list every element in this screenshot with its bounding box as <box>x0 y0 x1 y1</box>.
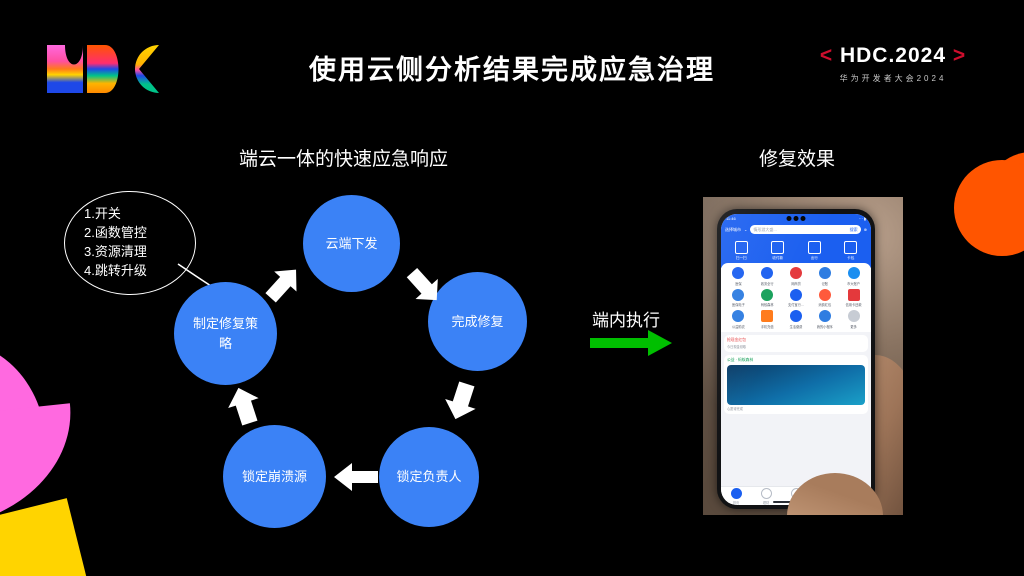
grid-item[interactable]: 消费红包 <box>810 288 839 307</box>
travel-icon <box>807 241 821 254</box>
grid-item[interactable]: 医保电子 <box>724 288 753 307</box>
finance-icon <box>760 487 772 499</box>
cycle-node-lock-owner[interactable]: 锁定负责人 <box>379 427 479 527</box>
callout-bubble: 1.开关 2.函数管控 3.资源清理 4.跳转升级 <box>64 191 196 295</box>
scan-icon <box>734 241 748 254</box>
app-icon <box>789 288 802 301</box>
green-arrow-icon <box>590 330 672 356</box>
grid-item[interactable]: 蚂蚁森林 <box>753 288 782 307</box>
cycle-node-fix-complete[interactable]: 完成修复 <box>428 272 527 371</box>
transition-label: 端内执行 <box>592 311 660 330</box>
pay-icon <box>771 241 785 254</box>
callout-item-4: 4.跳转升级 <box>84 262 147 278</box>
grid-item[interactable]: 更多 <box>839 310 868 329</box>
quick-action-travel[interactable]: 出行 <box>802 241 826 261</box>
phone-screen: 11:46 ⋯ ▮ 选择城市 ⌄ 情形游大盛... 搜索 ⊕ 扫一扫 收付款 <box>721 214 871 505</box>
decor-yellow-quarter <box>0 498 90 576</box>
callout-item-2: 2.函数管控 <box>84 225 147 241</box>
grid-item[interactable]: 公益助农 <box>724 310 753 329</box>
cycle-node-repair-strategy[interactable]: 制定修复策略 <box>174 282 277 385</box>
grid-item[interactable]: 医保 <box>724 267 753 286</box>
section-heading-left: 端云一体的快速应急响应 <box>239 149 449 170</box>
card-title: 抢现金红包 <box>727 337 746 342</box>
tab-home[interactable]: 首页 <box>730 487 742 505</box>
app-icon <box>789 267 802 279</box>
grid-item[interactable]: 手机充值 <box>753 310 782 329</box>
app-icon <box>732 288 745 301</box>
brand-left-bracket: < <box>819 44 834 67</box>
page-title: 使用云侧分析结果完成应急治理 <box>309 55 715 85</box>
grid-item[interactable]: 生活缴费 <box>782 310 811 329</box>
app-icon <box>761 267 774 279</box>
grid-item[interactable]: 记账 <box>810 267 839 286</box>
app-statusbar: 11:46 ⋯ ▮ <box>721 214 871 223</box>
callout-outline <box>64 191 196 295</box>
cycle-arrow-strategy-to-cloud <box>265 269 297 303</box>
brand-right-bracket: > <box>952 44 967 67</box>
card-title: 公益 · 蚂蚁森林 <box>727 357 754 362</box>
hdc-brand: < HDC.2024 > 华为开发者大会2024 <box>800 44 986 84</box>
cycle-node-cloud-delivery[interactable]: 云端下发 <box>303 195 400 292</box>
cycle-arrow-cloud-to-fix <box>406 267 438 301</box>
app-icon <box>789 310 802 322</box>
add-icon[interactable]: ⊕ <box>863 227 867 232</box>
app-icon <box>847 310 860 322</box>
quick-action-scan[interactable]: 扫一扫 <box>729 241 753 261</box>
cycle-arrow-crash-to-strategy <box>228 387 259 426</box>
phone-photo: 11:46 ⋯ ▮ 选择城市 ⌄ 情形游大盛... 搜索 ⊕ 扫一扫 收付款 <box>703 197 903 515</box>
grid-item[interactable]: 信用卡还款 <box>839 288 868 307</box>
app-icon <box>818 267 831 279</box>
card-forest[interactable]: 公益 · 蚂蚁森林 心愿待完成 <box>724 354 868 414</box>
callout-list: 1.开关 2.函数管控 3.资源清理 4.跳转升级 <box>64 191 196 295</box>
quick-action-card[interactable]: 卡包 <box>839 241 863 261</box>
cycle-node-lock-crash-source[interactable]: 锁定崩溃源 <box>223 425 326 528</box>
app-icon <box>732 310 745 322</box>
grid-item[interactable]: 政务全行 <box>753 267 782 286</box>
app-icon <box>761 310 774 322</box>
brand-subtitle: 华为开发者大会2024 <box>839 74 947 83</box>
camera-punch-hole-icon <box>786 216 806 221</box>
grid-item[interactable]: 网商贷 <box>782 267 811 286</box>
app-icon <box>847 267 860 279</box>
cycle-arrow-owner-to-crash <box>334 463 378 491</box>
search-button[interactable]: 搜索 <box>849 226 858 232</box>
phone-device: 11:46 ⋯ ▮ 选择城市 ⌄ 情形游大盛... 搜索 ⊕ 扫一扫 收付款 <box>717 209 875 509</box>
search-input[interactable]: 情形游大盛... 搜索 <box>750 225 861 234</box>
app-icon <box>847 288 860 301</box>
app-icon <box>761 288 774 301</box>
app-icon-grid: 医保 政务全行 网商贷 记账 市大账户 医保电子 蚂蚁森林 支付宝行… 消费红包… <box>721 263 871 332</box>
callout-item-3: 3.资源清理 <box>84 244 147 259</box>
brand-text: HDC.2024 <box>839 44 947 67</box>
app-icon <box>732 267 745 279</box>
grid-item[interactable]: 我的小程序 <box>810 310 839 329</box>
callout-item-1: 1.开关 <box>84 206 121 222</box>
tab-finance[interactable]: 理财 <box>760 487 772 505</box>
decor-orange-circle <box>954 160 1024 256</box>
cycle-arrow-fix-to-owner <box>445 381 476 420</box>
card-image <box>727 364 865 405</box>
grid-item[interactable]: 市大账户 <box>839 267 868 286</box>
chevron-down-icon: ⌄ <box>744 227 748 232</box>
card-icon <box>844 241 858 254</box>
app-icon <box>818 288 831 301</box>
card-redpacket[interactable]: 抢现金红包 今日现金领取 <box>724 334 868 352</box>
grid-item[interactable]: 支付宝行… <box>782 288 811 307</box>
search-placeholder: 情形游大盛... <box>753 226 777 232</box>
statusbar-indicators: ⋯ ▮ <box>858 216 866 221</box>
card-subtitle: 心愿待完成 <box>727 406 743 411</box>
quick-action-pay[interactable]: 收付款 <box>766 241 790 261</box>
statusbar-time: 11:46 <box>726 216 736 221</box>
app-quick-actions: 扫一扫 收付款 出行 卡包 <box>721 237 871 268</box>
app-icon <box>818 310 831 322</box>
hdc-logo <box>47 45 165 93</box>
home-icon <box>730 487 742 499</box>
card-subtitle: 今日现金领取 <box>727 344 747 349</box>
city-selector[interactable]: 选择城市 <box>725 226 741 232</box>
section-heading-right: 修复效果 <box>759 149 836 170</box>
app-search-row: 选择城市 ⌄ 情形游大盛... 搜索 ⊕ <box>721 223 871 237</box>
